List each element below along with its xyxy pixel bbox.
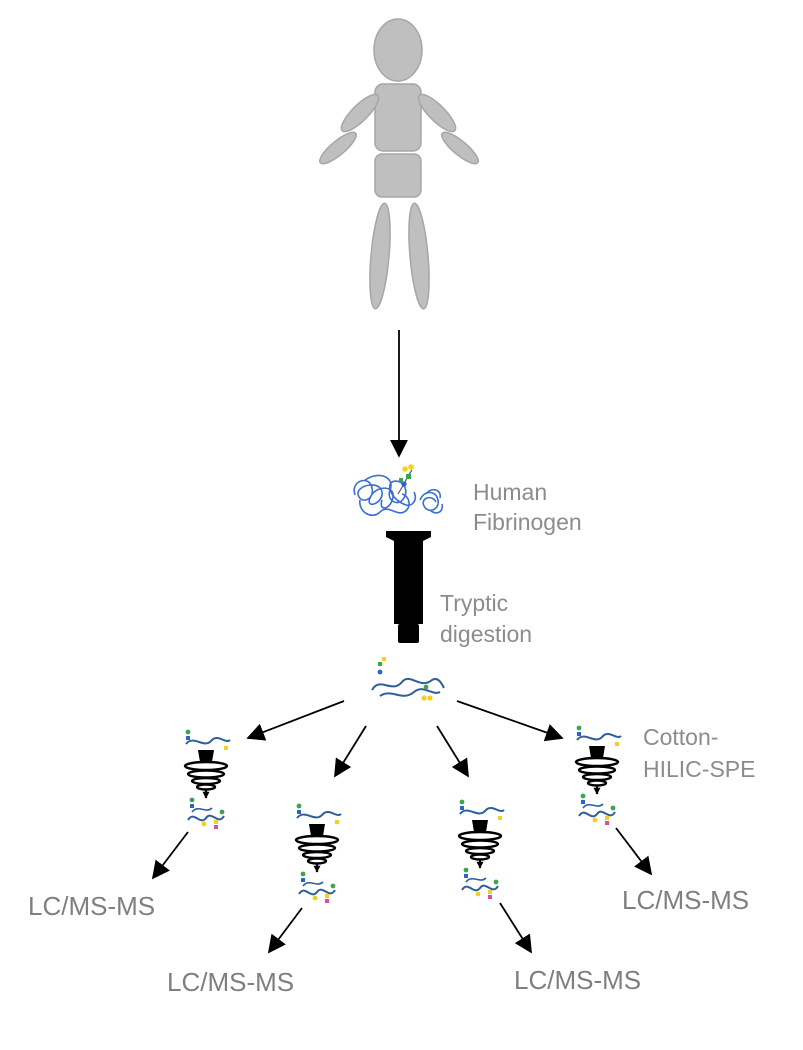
arrow-icon xyxy=(334,725,367,778)
spe-tip-icon xyxy=(185,730,230,829)
protein-label-line1: Human xyxy=(473,479,547,505)
glycopeptide-mixture-icon xyxy=(371,657,445,701)
arrow-icon xyxy=(499,902,532,954)
digestion-label-line1: Tryptic xyxy=(440,590,508,616)
spe-tip-icon xyxy=(576,726,621,825)
arrow-icon xyxy=(615,827,653,876)
digestion-column-icon xyxy=(386,531,431,643)
arrow-icon xyxy=(456,700,564,742)
human-figure-icon xyxy=(319,18,479,310)
digestion-label-line2: digestion xyxy=(440,621,532,647)
output-label-2: LC/MS-MS xyxy=(167,967,294,997)
protein-label-line2: Fibrinogen xyxy=(473,509,582,535)
arrow-icon xyxy=(436,725,469,778)
spe-tip-icon xyxy=(296,804,341,903)
spe-tip-icon xyxy=(459,800,504,899)
output-label-4: LC/MS-MS xyxy=(622,885,749,915)
fibrinogen-protein-icon xyxy=(353,464,444,516)
spe-label-line1: Cotton- xyxy=(643,724,718,750)
output-label-3: LC/MS-MS xyxy=(514,965,641,995)
arrow-icon xyxy=(246,700,345,741)
arrow-icon xyxy=(151,831,189,880)
output-label-1: LC/MS-MS xyxy=(28,891,155,921)
arrow-icon xyxy=(267,907,303,954)
spe-label-line2: HILIC-SPE xyxy=(643,756,755,782)
